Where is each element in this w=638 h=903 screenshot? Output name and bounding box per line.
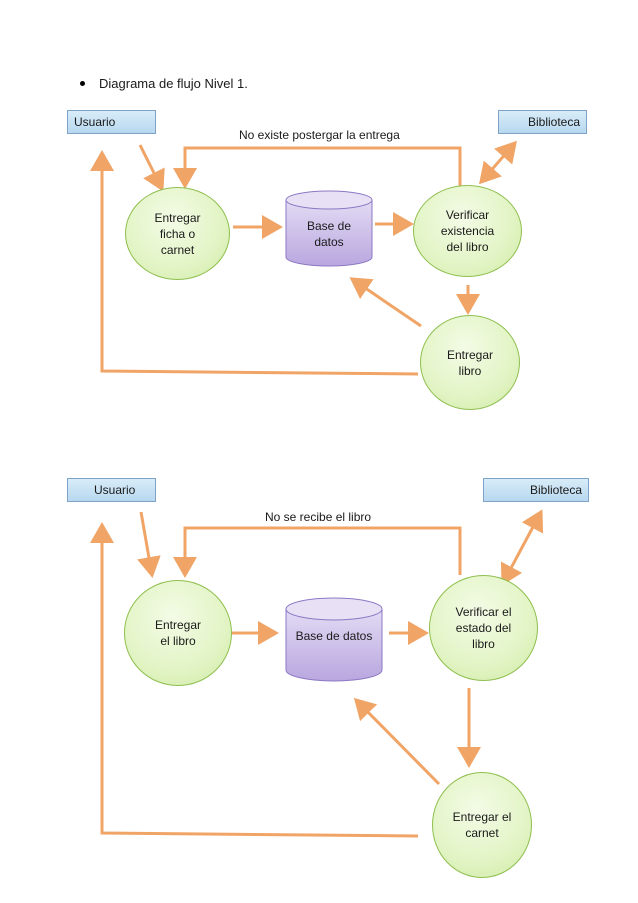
d2-loop-label: No se recibe el libro	[265, 510, 372, 524]
d1-arrow-biblioteca-verificar	[479, 140, 517, 185]
d2-verificar-node: Verificar el estado del libro	[429, 575, 538, 681]
d1-entregar-node: Entregar ficha o carnet	[125, 187, 230, 280]
d2-db-label: Base de datos	[295, 629, 373, 643]
d1-verificar-node: Verificar existencia del libro	[413, 185, 522, 277]
d1-database-shape	[285, 190, 373, 267]
d2-usuario-box: Usuario	[67, 478, 156, 502]
d2-return-arrow	[90, 522, 419, 838]
diagram2-arrows	[90, 509, 544, 838]
d2-arrow-biblioteca-verificar	[500, 509, 544, 586]
d2-arrow-usuario-entregar	[137, 511, 161, 578]
d1-loop-arrow	[173, 146, 462, 189]
d1-arrow-usuario-entregar	[138, 144, 165, 192]
d1-entregar-final-node: Entregar libro	[420, 315, 520, 410]
d2-entregar-node: Entregar el libro	[124, 580, 232, 686]
d2-arrow-entregar-db	[353, 697, 441, 786]
d1-return-arrow	[90, 150, 419, 376]
d2-entregar-final-node: Entregar el carnet	[432, 772, 532, 878]
d1-usuario-box: Usuario	[67, 110, 156, 134]
d1-db-label: Base de datos	[306, 219, 352, 249]
d2-biblioteca-box: Biblioteca	[483, 478, 589, 502]
d1-arrow-entregar-db	[349, 277, 422, 328]
d2-loop-arrow	[173, 526, 462, 578]
heading-text: Diagrama de flujo Nivel 1.	[99, 76, 248, 91]
diagram1-arrows	[90, 140, 517, 376]
section-heading: Diagrama de flujo Nivel 1.	[80, 76, 248, 91]
d1-biblioteca-box: Biblioteca	[498, 110, 587, 134]
bullet-dot	[80, 81, 85, 87]
d1-loop-label: No existe postergar la entrega	[239, 128, 400, 142]
d2-database-shape	[285, 597, 383, 682]
